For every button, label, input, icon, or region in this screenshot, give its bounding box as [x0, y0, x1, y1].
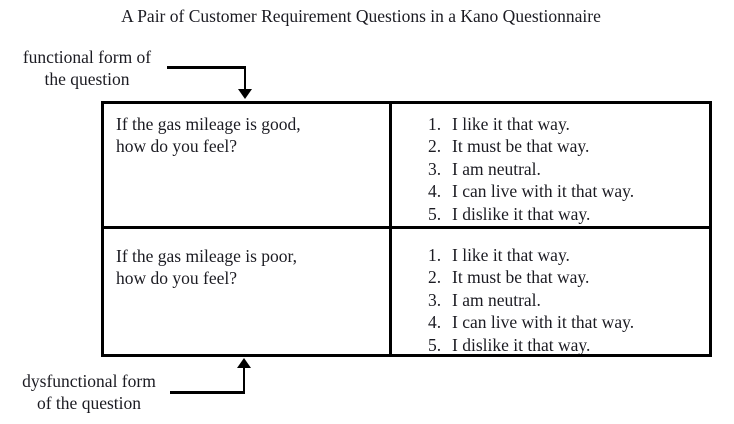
option-text: I dislike it that way.: [452, 334, 591, 354]
option-item: 5. I dislike it that way.: [428, 203, 705, 225]
option-number: 2.: [428, 136, 442, 157]
option-text: I like it that way.: [452, 245, 570, 265]
option-number: 5.: [428, 334, 442, 354]
option-number: 3.: [428, 289, 442, 310]
option-number: 5.: [428, 203, 442, 224]
dysfunctional-options-cell: 1. I like it that way. 2. It must be tha…: [392, 229, 709, 354]
option-item: 4. I can live with it that way.: [428, 180, 705, 202]
arrow-down-icon: [238, 89, 252, 99]
option-item: 3. I am neutral.: [428, 158, 705, 180]
functional-options-cell: 1. I like it that way. 2. It must be tha…: [392, 104, 709, 229]
option-number: 2.: [428, 267, 442, 288]
option-item: 2. It must be that way.: [428, 135, 705, 157]
functional-form-label: functional form of the question: [22, 47, 152, 89]
option-text: I am neutral.: [452, 289, 541, 310]
dysfunctional-question-text: If the gas mileage is poor, how do you f…: [116, 246, 298, 288]
option-number: 4.: [428, 181, 442, 202]
option-text: It must be that way.: [452, 136, 590, 157]
option-number: 4.: [428, 312, 442, 333]
option-number: 3.: [428, 158, 442, 179]
option-item: 3. I am neutral.: [428, 289, 705, 311]
option-text: I am neutral.: [452, 158, 541, 179]
dysfunctional-connector-vertical-line: [242, 366, 245, 393]
option-number: 1.: [428, 245, 442, 265]
dysfunctional-form-label: dysfunctional form of the question: [22, 371, 156, 413]
functional-question-cell: If the gas mileage is good, how do you f…: [104, 104, 392, 229]
dysfunctional-question-cell: If the gas mileage is poor, how do you f…: [104, 229, 392, 354]
option-item: 5. I dislike it that way.: [428, 334, 705, 354]
option-text: I dislike it that way.: [452, 203, 591, 224]
option-item: 1. I like it that way.: [428, 113, 705, 135]
option-text: I like it that way.: [452, 114, 570, 134]
option-text: I can live with it that way.: [452, 181, 635, 202]
option-item: 2. It must be that way.: [428, 266, 705, 288]
option-item: 1. I like it that way.: [428, 244, 705, 266]
option-item: 4. I can live with it that way.: [428, 311, 705, 333]
dysfunctional-connector-horizontal-line: [170, 391, 245, 394]
functional-connector-vertical-line: [243, 66, 246, 91]
figure-title: A Pair of Customer Requirement Questions…: [121, 6, 601, 26]
option-text: I can live with it that way.: [452, 312, 635, 333]
functional-question-text: If the gas mileage is good, how do you f…: [116, 114, 301, 156]
option-text: It must be that way.: [452, 267, 590, 288]
kano-table: If the gas mileage is good, how do you f…: [101, 101, 712, 357]
option-number: 1.: [428, 114, 442, 134]
arrow-up-icon: [237, 358, 251, 368]
functional-connector-horizontal-line: [167, 66, 246, 69]
